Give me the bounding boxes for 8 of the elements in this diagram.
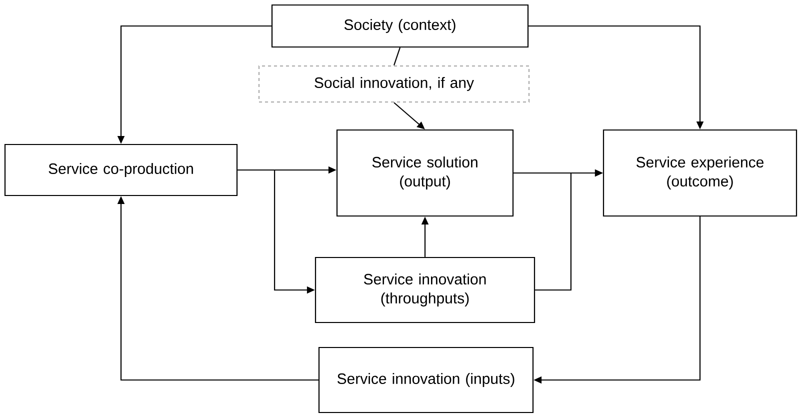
dashed-box: Social innovation, if any <box>258 65 530 103</box>
arrow <box>394 102 425 130</box>
process-box: Service innovation (throughputs) <box>314 256 536 324</box>
process-box: Society (context) <box>271 4 529 48</box>
process-box: Service solution (output) <box>336 129 514 217</box>
process-box: Service co-production <box>4 144 238 196</box>
process-box: Service innovation (inputs) <box>318 346 534 414</box>
process-box: Service experience (outcome) <box>602 129 798 217</box>
